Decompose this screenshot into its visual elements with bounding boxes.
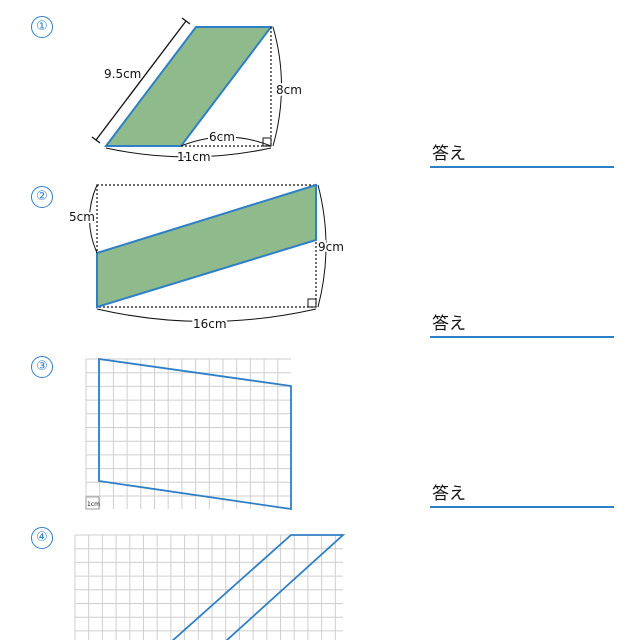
problem-number-3: ③	[31, 356, 53, 378]
problem-number-1: ①	[31, 16, 53, 38]
band-shape	[96, 183, 317, 309]
grid-3	[85, 358, 291, 509]
label-top-segment: 6cm	[209, 130, 235, 144]
right-angle-mark	[262, 137, 272, 147]
band-shape	[171, 534, 346, 640]
problem-number-2: ②	[31, 186, 53, 208]
answer-label: 答え	[432, 314, 466, 334]
unit-box	[85, 496, 100, 510]
answer-line-1[interactable]: 答え	[430, 140, 614, 168]
label-right: 9cm	[318, 240, 344, 254]
grid-4	[74, 534, 343, 640]
answer-label: 答え	[432, 144, 466, 164]
answer-line-2[interactable]: 答え	[430, 310, 614, 338]
answer-label: 答え	[432, 484, 466, 504]
label-unit: 1cm	[87, 501, 100, 508]
problem-number-4: ④	[31, 527, 53, 549]
label-left: 5cm	[69, 210, 95, 224]
answer-line-3[interactable]: 答え	[430, 480, 614, 508]
label-slant: 9.5cm	[104, 67, 141, 81]
trapezoid-shape	[98, 357, 292, 511]
label-base: 11cm	[177, 150, 211, 164]
label-height: 8cm	[276, 83, 302, 97]
label-base: 16cm	[193, 317, 227, 331]
right-angle-mark	[307, 298, 317, 308]
